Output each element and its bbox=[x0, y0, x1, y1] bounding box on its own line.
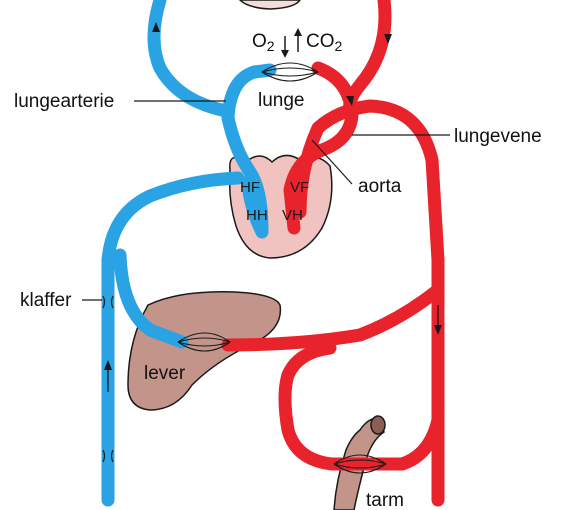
lungearterie-label: lungearterie bbox=[14, 91, 114, 112]
pulmonary-artery bbox=[221, 63, 277, 237]
artery-upper-body bbox=[343, 0, 392, 115]
vein-upper-body bbox=[147, 0, 229, 117]
aorta-arch bbox=[293, 99, 445, 507]
lung-capillaries bbox=[261, 62, 319, 82]
co2-arrow-head bbox=[294, 28, 302, 36]
flow-arrow-descending-aorta bbox=[434, 325, 442, 335]
co2-label: CO2 bbox=[306, 31, 343, 54]
vh-label: VH bbox=[282, 207, 303, 224]
hh-label: HH bbox=[246, 207, 268, 224]
artery-intestine bbox=[278, 341, 445, 471]
o2-label: O2 bbox=[252, 31, 275, 54]
lever-label: lever bbox=[144, 363, 186, 384]
vein-valves bbox=[102, 295, 114, 463]
lunge-label: lunge bbox=[258, 90, 305, 111]
artery-liver bbox=[221, 283, 445, 352]
vf-label: VF bbox=[290, 179, 309, 196]
flow-arrow-upper-vein bbox=[152, 22, 160, 32]
intestine-capillaries bbox=[333, 454, 387, 474]
lungevene-label: lungevene bbox=[454, 126, 542, 147]
flow-arrow-vena-cava bbox=[104, 360, 112, 370]
o2-arrow-head bbox=[281, 50, 289, 58]
vena-cava-outer bbox=[101, 171, 245, 507]
tarm-label: tarm bbox=[366, 490, 404, 510]
klaffer-label: klaffer bbox=[20, 290, 72, 311]
vein-liver-branch bbox=[113, 248, 189, 349]
liver-capillaries bbox=[177, 332, 231, 352]
right-heart-chamber bbox=[241, 175, 269, 239]
intestine-opening bbox=[370, 415, 386, 435]
aorta-label: aorta bbox=[358, 176, 402, 197]
flow-arrow-pulmonary-vein bbox=[346, 96, 354, 106]
leader-aorta bbox=[311, 139, 353, 185]
flow-arrow-upper-artery bbox=[384, 34, 392, 44]
hf-label: HF bbox=[240, 179, 260, 196]
head-organ bbox=[238, 0, 301, 10]
